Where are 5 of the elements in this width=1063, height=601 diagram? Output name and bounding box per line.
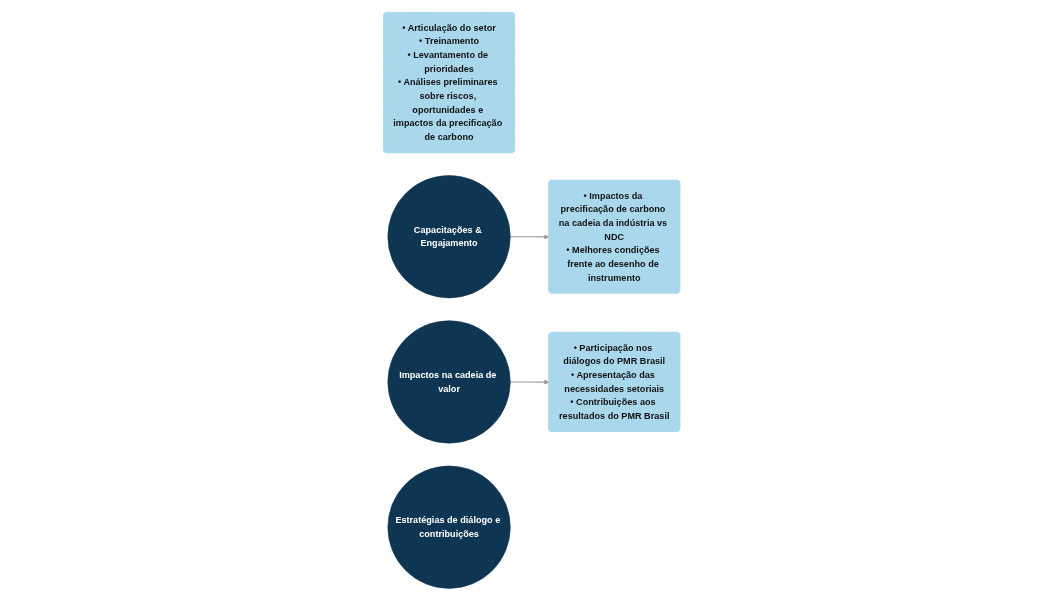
node-circle: Estratégias de diálogo e contribuições [387,465,511,589]
node-circle: Impactos na cadeia de valor [387,320,511,444]
arrow [509,234,550,240]
arrow [509,379,550,385]
node-circle: Capacitações & Engajamento [387,175,511,299]
